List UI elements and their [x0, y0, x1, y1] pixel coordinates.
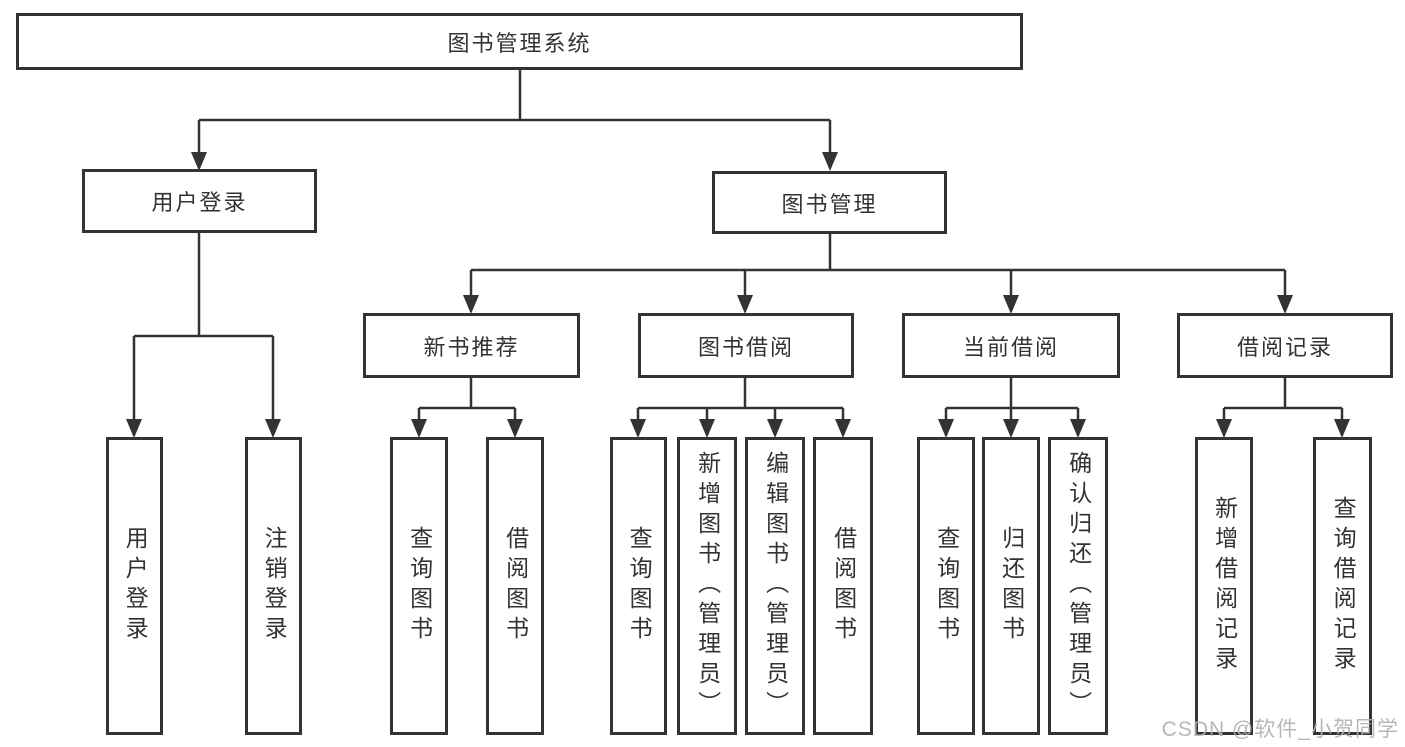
leaf-borrow-query-books: 查询图书: [610, 437, 667, 735]
node-current-borrow: 当前借阅: [902, 313, 1120, 378]
leaf-logout: 注销登录: [245, 437, 302, 735]
watermark: CSDN @软件_小贺同学: [1161, 718, 1399, 741]
leaf-current-confirm-return-admin: 确认归还（管理员）: [1048, 437, 1108, 735]
leaf-records-query-record: 查询借阅记录: [1313, 437, 1372, 735]
node-book-management: 图书管理: [712, 171, 947, 234]
leaf-recommend-query-books: 查询图书: [390, 437, 448, 735]
leaf-current-return-books: 归还图书: [982, 437, 1040, 735]
leaf-borrow-edit-books-admin: 编辑图书（管理员）: [745, 437, 805, 735]
leaf-borrow-add-books-admin: 新增图书（管理员）: [677, 437, 737, 735]
leaf-current-query-books: 查询图书: [917, 437, 975, 735]
leaf-borrow-borrow-books: 借阅图书: [813, 437, 873, 735]
leaf-records-add-record: 新增借阅记录: [1195, 437, 1253, 735]
node-borrow-records: 借阅记录: [1177, 313, 1393, 378]
leaf-user-login: 用户登录: [106, 437, 163, 735]
node-user-login: 用户登录: [82, 169, 317, 233]
node-root: 图书管理系统: [16, 13, 1023, 70]
leaf-recommend-borrow-books: 借阅图书: [486, 437, 544, 735]
node-book-borrow: 图书借阅: [638, 313, 854, 378]
arrowheads: [126, 152, 1350, 438]
node-new-book-recommend: 新书推荐: [363, 313, 580, 378]
